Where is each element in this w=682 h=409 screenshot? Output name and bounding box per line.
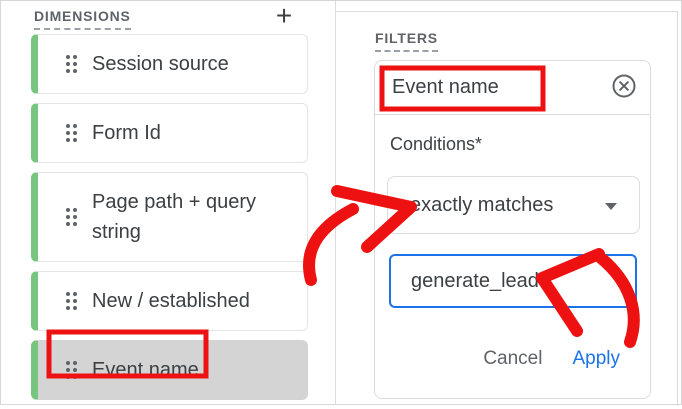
- filters-title: FILTERS: [375, 30, 438, 52]
- dimension-item-page-path-query-string[interactable]: Page path + query string: [31, 172, 308, 262]
- drag-handle-icon[interactable]: [65, 54, 78, 74]
- dimensions-list: Session source Form Id Page path + query…: [31, 34, 308, 409]
- dimension-item-form-id[interactable]: Form Id: [31, 103, 308, 163]
- circled-x-icon: [611, 73, 637, 102]
- dimension-item-label: Form Id: [92, 122, 161, 144]
- filter-value-input[interactable]: [389, 254, 637, 308]
- drag-handle-icon[interactable]: [65, 360, 78, 380]
- filter-actions: Cancel Apply: [483, 348, 620, 370]
- apply-button[interactable]: Apply: [572, 348, 620, 369]
- dimension-item-label: Page path + query string: [92, 191, 257, 243]
- filter-field-name: Event name: [392, 76, 499, 98]
- dimension-item-label: Event name: [92, 359, 199, 381]
- conditions-label: Conditions*: [390, 134, 483, 154]
- dimensions-panel: DIMENSIONS + Session source Form Id Page…: [1, 1, 335, 404]
- drag-handle-icon[interactable]: [65, 291, 78, 311]
- drag-handle-icon[interactable]: [65, 123, 78, 143]
- dimension-item-label: New / established: [92, 290, 250, 312]
- dimension-item-new-established[interactable]: New / established: [31, 271, 308, 331]
- dimension-item-event-name[interactable]: Event name: [31, 340, 308, 400]
- filter-card: Event name Conditions* exactly matches C…: [374, 60, 651, 399]
- match-type-value: exactly matches: [410, 193, 554, 216]
- dimension-item-session-source[interactable]: Session source: [31, 34, 308, 94]
- add-dimension-button[interactable]: +: [269, 1, 299, 31]
- filter-card-header: Event name: [375, 61, 650, 115]
- remove-filter-button[interactable]: [611, 73, 637, 102]
- dimension-item-label: Session source: [92, 53, 229, 75]
- filters-panel: FILTERS Event name Conditions* exactly m…: [336, 11, 678, 406]
- dimensions-title: DIMENSIONS: [34, 8, 131, 30]
- chevron-down-icon: [605, 203, 617, 210]
- match-type-dropdown[interactable]: exactly matches: [387, 176, 640, 234]
- cancel-button[interactable]: Cancel: [483, 348, 543, 369]
- drag-handle-icon[interactable]: [65, 207, 78, 227]
